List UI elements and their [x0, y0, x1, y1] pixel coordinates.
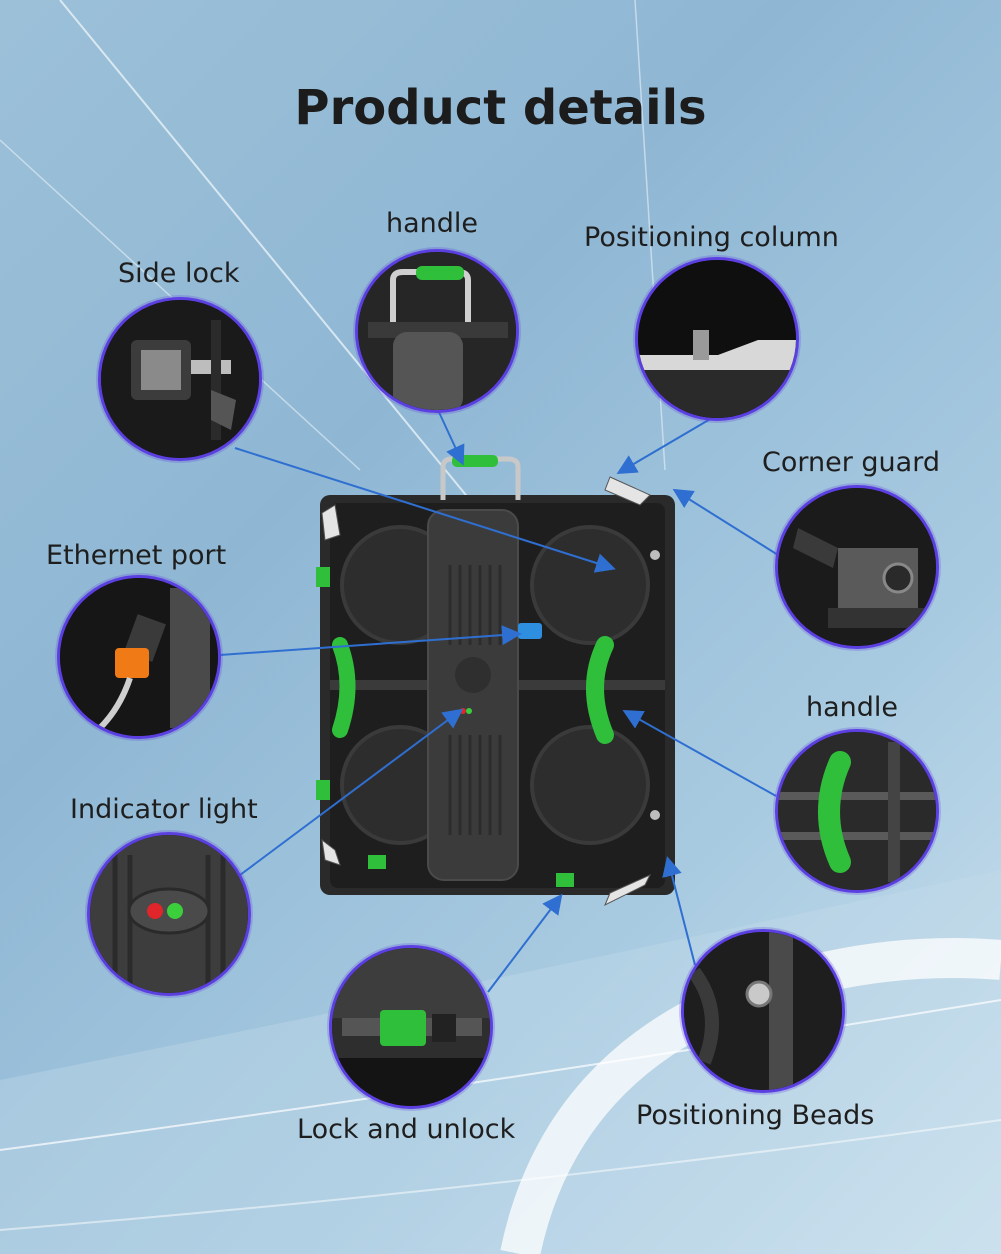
label-positioning-beads: Positioning Beads — [636, 1100, 875, 1131]
label-lock-and-unlock: Lock and unlock — [297, 1114, 516, 1145]
side-lock-detail-image — [101, 300, 259, 458]
label-corner-guard: Corner guard — [762, 447, 940, 478]
ethernet-port-detail-image — [60, 578, 218, 736]
positioning-beads-detail-image — [684, 932, 842, 1090]
lock-and-unlock-detail-image — [332, 948, 490, 1106]
handle-right-detail-image — [778, 732, 936, 890]
label-positioning-column: Positioning column — [584, 222, 839, 253]
page-title: Product details — [294, 80, 707, 136]
label-side-lock: Side lock — [118, 258, 240, 289]
handle-top-detail-image — [358, 252, 516, 410]
indicator-light-detail-image — [90, 835, 248, 993]
corner-guard-detail-image — [778, 488, 936, 646]
led-cabinet-image — [316, 455, 675, 907]
label-ethernet-port: Ethernet port — [46, 540, 227, 571]
label-handle-top: handle — [386, 208, 479, 239]
label-indicator-light: Indicator light — [70, 794, 258, 825]
label-handle-right: handle — [806, 692, 899, 723]
positioning-column-detail-image — [638, 260, 796, 418]
